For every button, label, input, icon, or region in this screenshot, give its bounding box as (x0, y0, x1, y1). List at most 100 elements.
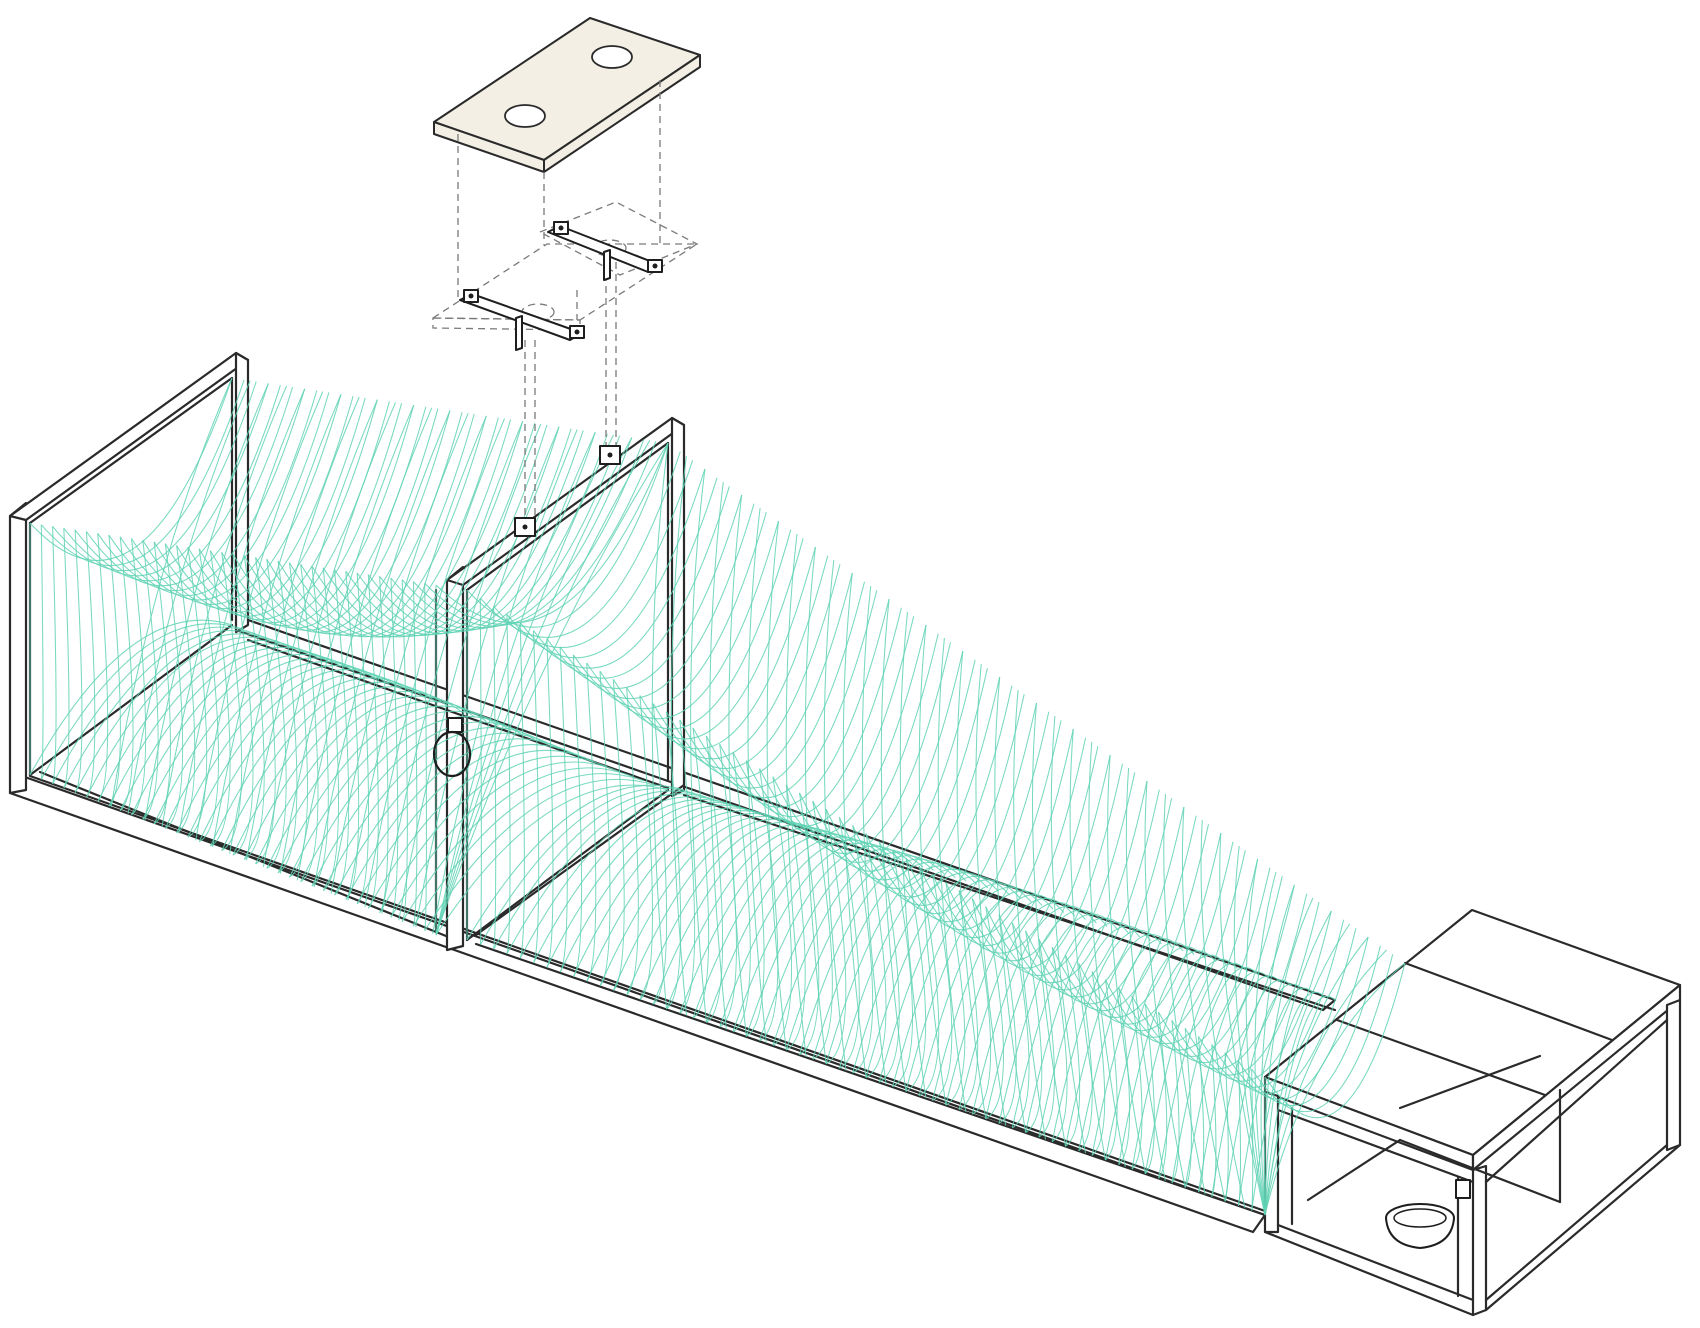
mesh-strand (1264, 962, 1406, 1119)
mesh-strand (639, 555, 829, 760)
bowl-icon (1385, 1179, 1471, 1250)
mesh-strand (347, 415, 487, 901)
mesh-strand (880, 598, 907, 1092)
mesh-strand (692, 727, 710, 1019)
mesh-strand (825, 676, 1001, 889)
mesh-strand (931, 874, 953, 1101)
mesh-strand (424, 583, 427, 931)
mesh-strand (1158, 893, 1308, 1070)
mesh-strand (198, 673, 415, 842)
left-post (8, 501, 28, 795)
mesh-strand (586, 662, 597, 982)
back-bottom-rail (234, 618, 1337, 1012)
mesh-strand (243, 690, 463, 860)
mesh-strand (330, 412, 469, 894)
mesh-strand (401, 767, 632, 922)
mesh-strand (1254, 871, 1277, 1216)
mesh-strand (479, 598, 482, 945)
mesh-strand (255, 695, 475, 865)
mesh-strand (1158, 1012, 1168, 1179)
mesh-strand (1064, 934, 1173, 1147)
mesh-strand (652, 703, 668, 1005)
mesh-strand (732, 616, 915, 827)
mesh-strand (466, 442, 669, 628)
mesh-strand (367, 574, 379, 909)
mesh-strand (652, 564, 841, 769)
mesh-strand (1264, 949, 1387, 1216)
mesh-strand (1050, 715, 1087, 1154)
mesh-strand (1264, 936, 1369, 1216)
mesh-strand (479, 787, 696, 945)
mesh-strand (1011, 917, 1130, 1129)
mesh-strand (1224, 983, 1303, 1202)
seat-top (1263, 908, 1682, 1157)
mesh-strand (232, 410, 451, 633)
left-top-rail (8, 351, 250, 522)
mesh-strand (852, 825, 874, 1074)
mesh-strand (1251, 954, 1394, 1112)
mesh-strand (719, 607, 902, 818)
mesh-strand (572, 807, 772, 977)
mesh-strand (255, 413, 475, 636)
ring-icon (432, 717, 472, 778)
mesh-strand (127, 380, 251, 814)
mesh-strand (1091, 942, 1195, 1156)
mesh-strand (221, 408, 439, 631)
mesh-strand (1237, 987, 1314, 1206)
mesh-strand (785, 784, 806, 1051)
mesh-strand (971, 905, 1097, 1115)
mesh-strand (1264, 923, 1351, 1216)
mesh-strand (1078, 963, 1093, 1152)
mesh-strand (918, 624, 947, 1106)
mesh-strand (198, 404, 415, 626)
mesh-strand (1104, 858, 1259, 1045)
mesh-strand (899, 611, 927, 1099)
mesh-strand (435, 440, 651, 936)
mesh-strand (918, 890, 1054, 1096)
mesh-strand (144, 383, 269, 821)
mesh-strand (626, 546, 816, 750)
mesh-strand (825, 809, 847, 1065)
mesh-strand (279, 404, 415, 874)
mesh-strand (493, 606, 497, 950)
mesh-strand (1025, 921, 1141, 1133)
mesh-strand (785, 533, 807, 1057)
mesh-strand (1171, 1020, 1180, 1184)
bracket-icon (547, 221, 663, 281)
mesh-strand (1224, 936, 1369, 1100)
mesh-strand (153, 397, 366, 614)
mesh-strand (119, 536, 134, 812)
mesh-strand (799, 659, 976, 872)
mesh-strand (313, 410, 451, 888)
mesh-strand (1144, 958, 1238, 1174)
mesh-strand (1051, 824, 1210, 1018)
mesh-strand (918, 865, 940, 1097)
mesh-strand (679, 719, 696, 1014)
mesh-strand (142, 540, 159, 820)
mesh-strand (546, 638, 554, 968)
mesh-strand (131, 394, 342, 605)
mesh-strand (1078, 841, 1234, 1032)
mesh-strand (1171, 967, 1260, 1183)
mesh-strand (945, 882, 966, 1106)
mesh-strand (40, 623, 245, 780)
mesh-strand (296, 407, 433, 881)
mesh-net (29, 377, 1406, 1216)
mesh-strand (401, 579, 408, 922)
mesh-strand (108, 390, 318, 596)
mesh-strand (1031, 702, 1067, 1147)
mesh-strand (838, 817, 860, 1069)
mesh-strand (164, 543, 184, 829)
mesh-strand (998, 914, 1017, 1124)
mesh-strand (1125, 767, 1166, 1181)
mesh-strand (1011, 922, 1030, 1129)
mesh-strand (1088, 741, 1126, 1167)
mesh-strand (958, 763, 1124, 969)
mesh-strand (766, 520, 787, 1051)
mesh-strand (572, 512, 767, 710)
mesh-strand (322, 567, 340, 892)
mesh-strand (187, 403, 403, 624)
mesh-strand (398, 423, 542, 921)
mesh-strand (435, 431, 596, 936)
